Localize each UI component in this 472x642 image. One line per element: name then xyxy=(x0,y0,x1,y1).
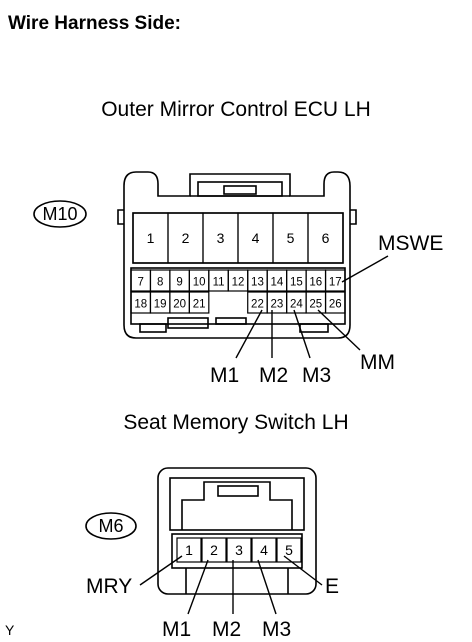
connector1-signal-mm: MM xyxy=(360,351,395,374)
connector2-pins: 1 2 3 4 5 xyxy=(176,537,302,563)
connector2-pin-5-cell xyxy=(276,537,302,563)
connector1-pin-13: 13 xyxy=(251,277,264,289)
connector1-signal-m3: M3 xyxy=(302,364,331,387)
connector2-leads xyxy=(139,555,323,615)
connector1-pin-19: 19 xyxy=(154,299,167,311)
connector1-signal-m1: M1 xyxy=(210,364,239,387)
connector2-pin-4-cell xyxy=(251,537,277,563)
connector1-pin-1: 1 xyxy=(147,230,155,246)
connector1-row3-pins: 18 19 20 21 22 23 24 25 26 xyxy=(130,291,346,314)
connector1-pin-20: 20 xyxy=(173,299,186,311)
corner-mark: Y xyxy=(5,622,15,638)
connector1-pin-10: 10 xyxy=(193,277,206,289)
connector2-pin-1: 1 xyxy=(185,542,193,558)
connector1-pin-3: 3 xyxy=(217,230,225,246)
connector1-row2-pins: 7 8 9 10 11 12 13 14 15 16 17 xyxy=(130,269,346,292)
connector2-pin-3: 3 xyxy=(235,542,243,558)
connector2-pin-2: 2 xyxy=(210,542,218,558)
connector2-signal-m3: M3 xyxy=(262,618,291,641)
connector2-pin-5: 5 xyxy=(285,542,293,558)
connector1-title: Outer Mirror Control ECU LH xyxy=(101,98,371,121)
connector2-pin-2-cell xyxy=(201,537,227,563)
connector1-pin-17: 17 xyxy=(329,277,342,289)
connector1-pin-12: 12 xyxy=(232,277,245,289)
page-heading: Wire Harness Side: xyxy=(8,13,181,34)
connector1-pin-21-cell xyxy=(188,291,210,314)
connector1-pin-5: 5 xyxy=(287,230,295,246)
connector1-pin-16: 16 xyxy=(309,277,322,289)
connector1-pin-8: 8 xyxy=(157,277,163,289)
connector2-id-badge: M6 xyxy=(85,512,137,540)
connector1-pin-23: 23 xyxy=(271,299,284,311)
connector1-pin-25: 25 xyxy=(309,299,322,311)
connector1-pin-26-cell xyxy=(324,291,346,314)
connector1-pin-22: 22 xyxy=(251,299,264,311)
connector1-pin-7: 7 xyxy=(138,277,144,289)
connector1-pin-6: 6 xyxy=(322,230,330,246)
connector1-top-pins: 1 2 3 4 5 6 xyxy=(132,212,344,264)
connector1-pin-6-cell xyxy=(307,212,344,264)
connector1-pin-2: 2 xyxy=(182,230,190,246)
connector1-pin-4: 4 xyxy=(252,230,260,246)
connector1-pin-24: 24 xyxy=(290,299,303,311)
connector2-body xyxy=(157,467,317,595)
connector2-title: Seat Memory Switch LH xyxy=(123,411,348,434)
connector2-signal-e: E xyxy=(325,575,339,598)
connector1-pin-9: 9 xyxy=(176,277,182,289)
connector2-pin-4: 4 xyxy=(260,542,268,558)
connector1-pin-15: 15 xyxy=(290,277,303,289)
connector2-signal-m2: M2 xyxy=(212,618,241,641)
connector1-pin-21: 21 xyxy=(193,299,206,311)
connector2-id: M6 xyxy=(98,516,123,536)
connector1-pin-14: 14 xyxy=(271,277,284,289)
connector2-pin-3-cell xyxy=(226,537,252,563)
connector2-pin-1-cell xyxy=(176,537,202,563)
connector1-leads xyxy=(235,255,389,359)
connector1-pin-11: 11 xyxy=(213,277,225,289)
connector2-signal-m1: M1 xyxy=(162,618,191,641)
connector1-pin-18: 18 xyxy=(134,299,147,311)
connector1-signal-mswe: MSWE xyxy=(378,232,443,255)
connector1-pin-26: 26 xyxy=(329,299,342,311)
connector1-id-badge: M10 xyxy=(33,200,87,228)
connector1-id: M10 xyxy=(42,204,77,224)
connector1-signal-m2: M2 xyxy=(259,364,288,387)
connector2-signal-mry: MRY xyxy=(86,575,132,598)
